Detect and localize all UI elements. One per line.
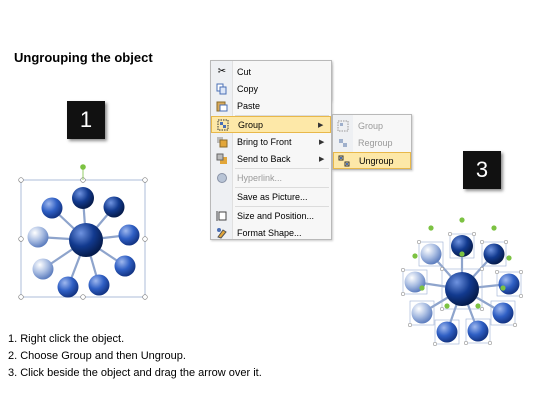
submenu-arrow-icon: ▶ [319, 138, 325, 146]
size-position-icon [211, 210, 233, 222]
step-badge-1: 1 [67, 101, 105, 139]
step-1: 1. Right click the object. [8, 333, 125, 345]
context-menu: ✂ Cut Copy Paste Group ▶ Bring to Front … [210, 60, 332, 240]
regroup-icon [333, 137, 353, 149]
submenu-item-ungroup[interactable]: Ungroup [333, 152, 411, 169]
ungroup-icon [334, 155, 354, 167]
submenu-arrow-icon: ▶ [319, 155, 325, 163]
menu-item-size-and-position[interactable]: Size and Position... [211, 207, 331, 224]
menu-item-send-to-back[interactable]: Send to Back ▶ [211, 150, 331, 167]
paste-icon [211, 100, 233, 112]
step-badge-3: 3 [463, 151, 501, 189]
menu-item-cut[interactable]: ✂ Cut [211, 63, 331, 80]
ungrouped-selection-handles[interactable] [400, 231, 524, 347]
submenu-item-group[interactable]: Group [333, 117, 411, 134]
selection-handles[interactable] [18, 177, 148, 300]
format-shape-icon [211, 227, 233, 239]
menu-item-bring-to-front[interactable]: Bring to Front ▶ [211, 133, 331, 150]
scissors-icon: ✂ [217, 66, 227, 77]
submenu-arrow-icon: ▶ [318, 121, 324, 129]
bring-to-front-icon [211, 136, 233, 148]
ungrouped-network-object[interactable] [398, 214, 538, 354]
menu-item-group[interactable]: Group ▶ [211, 116, 331, 133]
step-3: 3. Click beside the object and drag the … [8, 367, 262, 379]
menu-item-save-as-picture[interactable]: Save as Picture... [237, 191, 308, 202]
group-icon [333, 120, 353, 132]
menu-item-format-shape[interactable]: Format Shape... [211, 224, 331, 241]
page-title: Ungrouping the object [14, 50, 153, 65]
rotation-handle[interactable] [80, 164, 86, 170]
step-2: 2. Choose Group and then Ungroup. [8, 350, 186, 362]
menu-item-copy[interactable]: Copy [211, 80, 331, 97]
ungrouped-rotation-handles[interactable] [412, 217, 512, 309]
menu-item-hyperlink[interactable]: Hyperlink... [211, 169, 331, 186]
group-icon [212, 119, 234, 131]
send-to-back-icon [211, 153, 233, 165]
group-submenu: Group Regroup Ungroup [332, 114, 412, 170]
submenu-item-regroup[interactable]: Regroup [333, 134, 411, 151]
instruction-steps: 1. Right click the object. 2. Choose Gro… [8, 331, 262, 382]
grouped-network-object[interactable] [15, 164, 155, 300]
copy-icon [211, 83, 233, 95]
hyperlink-icon [211, 172, 233, 184]
menu-item-paste[interactable]: Paste [211, 97, 331, 114]
